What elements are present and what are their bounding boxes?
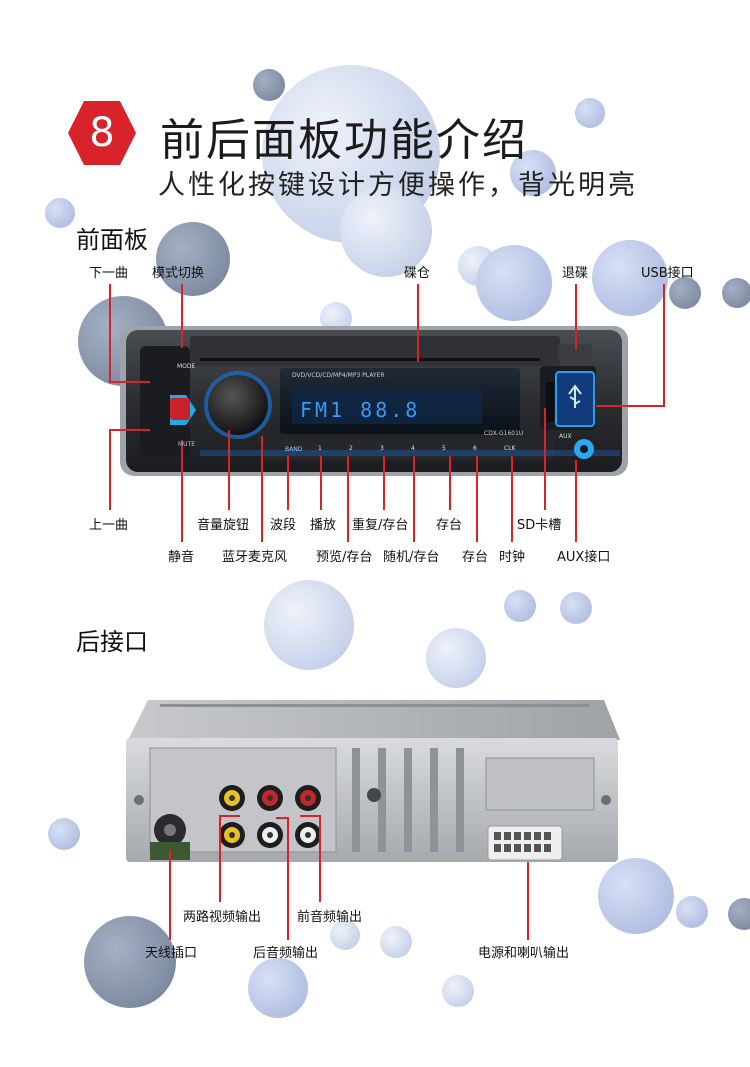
label-prev-track: 上一曲 bbox=[89, 518, 129, 533]
label-usb-port: USB接口 bbox=[641, 266, 694, 281]
label-aux-port: AUX接口 bbox=[557, 550, 611, 565]
preset-button-3[interactable]: 3 bbox=[380, 445, 384, 452]
label-store-6: 存台 bbox=[462, 550, 489, 565]
preset-button-1[interactable]: 1 bbox=[318, 445, 322, 452]
label-power-speaker: 电源和喇叭输出 bbox=[478, 946, 570, 961]
preset-button-6[interactable]: 6 bbox=[473, 445, 477, 452]
label-disc-slot: 碟仓 bbox=[404, 266, 431, 281]
decor-bubble bbox=[560, 592, 592, 624]
left-button-area bbox=[140, 346, 190, 456]
decor-bubble bbox=[156, 222, 230, 296]
label-rear-audio-out: 后音频输出 bbox=[253, 946, 319, 961]
section-number-hexagon bbox=[68, 101, 136, 165]
label-repeat-store: 重复/存台 bbox=[352, 518, 409, 533]
label-store-5: 存台 bbox=[436, 518, 463, 533]
decor-bubble bbox=[380, 926, 412, 958]
band-button[interactable]: BAND bbox=[285, 446, 303, 453]
heatsink-screw bbox=[367, 788, 381, 802]
label-front-audio-out: 前音频输出 bbox=[297, 910, 363, 925]
decor-bubble bbox=[340, 185, 432, 277]
chassis-screw bbox=[601, 795, 611, 805]
mode-button[interactable]: MODE bbox=[177, 363, 196, 370]
front-panel-illustration bbox=[109, 284, 665, 542]
decor-bubble bbox=[510, 150, 556, 196]
decor-bubble bbox=[84, 916, 176, 1008]
preset-button-5[interactable]: 5 bbox=[442, 445, 446, 452]
label-play: 播放 bbox=[310, 518, 337, 533]
rear-top-groove bbox=[160, 704, 590, 707]
section-number: 8 bbox=[89, 110, 115, 156]
label-band: 波段 bbox=[270, 518, 297, 533]
decor-bubble bbox=[476, 245, 552, 321]
decor-bubble bbox=[426, 628, 486, 688]
preset-button-2[interactable]: 2 bbox=[349, 445, 353, 452]
label-preview-store: 预览/存台 bbox=[316, 550, 373, 565]
label-antenna: 天线插口 bbox=[145, 946, 198, 961]
label-eject: 退碟 bbox=[562, 266, 589, 281]
disc-slot bbox=[200, 358, 540, 361]
page-subtitle: 人性化按键设计方便操作，背光明亮 bbox=[158, 170, 638, 201]
label-bt-mic: 蓝牙麦克风 bbox=[222, 550, 288, 565]
label-random-store: 随机/存台 bbox=[383, 550, 440, 565]
decor-bubble bbox=[592, 240, 668, 316]
aux-label: AUX bbox=[559, 433, 572, 440]
eject-button bbox=[558, 344, 592, 360]
decor-bubble bbox=[248, 958, 308, 1018]
decor-bubble bbox=[676, 896, 708, 928]
micro-sd-slot bbox=[546, 382, 554, 422]
label-clock: 时钟 bbox=[499, 550, 526, 565]
rear-callout-lines bbox=[169, 815, 529, 940]
decor-bubble bbox=[264, 580, 354, 670]
power-button bbox=[170, 398, 190, 420]
label-dual-video-out: 两路视频输出 bbox=[183, 910, 262, 925]
lcd-segment-area bbox=[292, 390, 482, 424]
decor-bubble bbox=[253, 69, 285, 101]
chassis-screw bbox=[134, 795, 144, 805]
decor-bubble bbox=[330, 920, 360, 950]
decor-bubble bbox=[669, 277, 701, 309]
device-top-band-label: DVD/VCD/CD/MP4/MP3 PLAYER bbox=[292, 372, 385, 379]
label-mute: 静音 bbox=[168, 550, 195, 565]
front-panel-heading: 前面板 bbox=[76, 226, 148, 254]
rear-top-sheet bbox=[128, 700, 620, 740]
iso-connector bbox=[487, 825, 563, 861]
aux-jack bbox=[580, 445, 588, 453]
heatsink-fins bbox=[352, 748, 464, 852]
page-title: 前后面板功能介绍 bbox=[160, 115, 528, 166]
preset-button-strip bbox=[262, 438, 554, 460]
decor-bubble bbox=[48, 818, 80, 850]
rear-panel-heading: 后接口 bbox=[76, 628, 148, 656]
volume-knob bbox=[208, 375, 268, 435]
rear-label-plate bbox=[485, 757, 595, 811]
decor-bubble bbox=[575, 98, 605, 128]
label-volume-knob: 音量旋钮 bbox=[197, 518, 250, 533]
decor-bubble bbox=[728, 898, 750, 930]
label-mode-switch: 模式切换 bbox=[152, 266, 205, 281]
antenna-socket-pin bbox=[164, 824, 176, 836]
label-sd-slot: SD卡槽 bbox=[517, 518, 562, 533]
decor-bubble bbox=[598, 858, 674, 934]
preset-button-7[interactable]: CLK bbox=[504, 445, 516, 452]
decor-bubble bbox=[722, 278, 750, 308]
usb-icon bbox=[568, 384, 582, 408]
preset-button-4[interactable]: 4 bbox=[411, 445, 415, 452]
iso-connector-pins bbox=[494, 832, 551, 852]
device-model-label: CDX-G1601U bbox=[484, 430, 524, 437]
mute-button[interactable]: MUTE bbox=[178, 441, 196, 448]
backlight-glow bbox=[200, 450, 620, 456]
front-callout-lines bbox=[109, 284, 665, 542]
decor-bubble bbox=[442, 975, 474, 1007]
label-next-track: 下一曲 bbox=[89, 266, 129, 281]
lcd-readout: FM1 88.8 bbox=[300, 398, 421, 422]
rca-jacks bbox=[219, 785, 321, 848]
decor-bubble bbox=[45, 198, 75, 228]
decor-bubble bbox=[504, 590, 536, 622]
